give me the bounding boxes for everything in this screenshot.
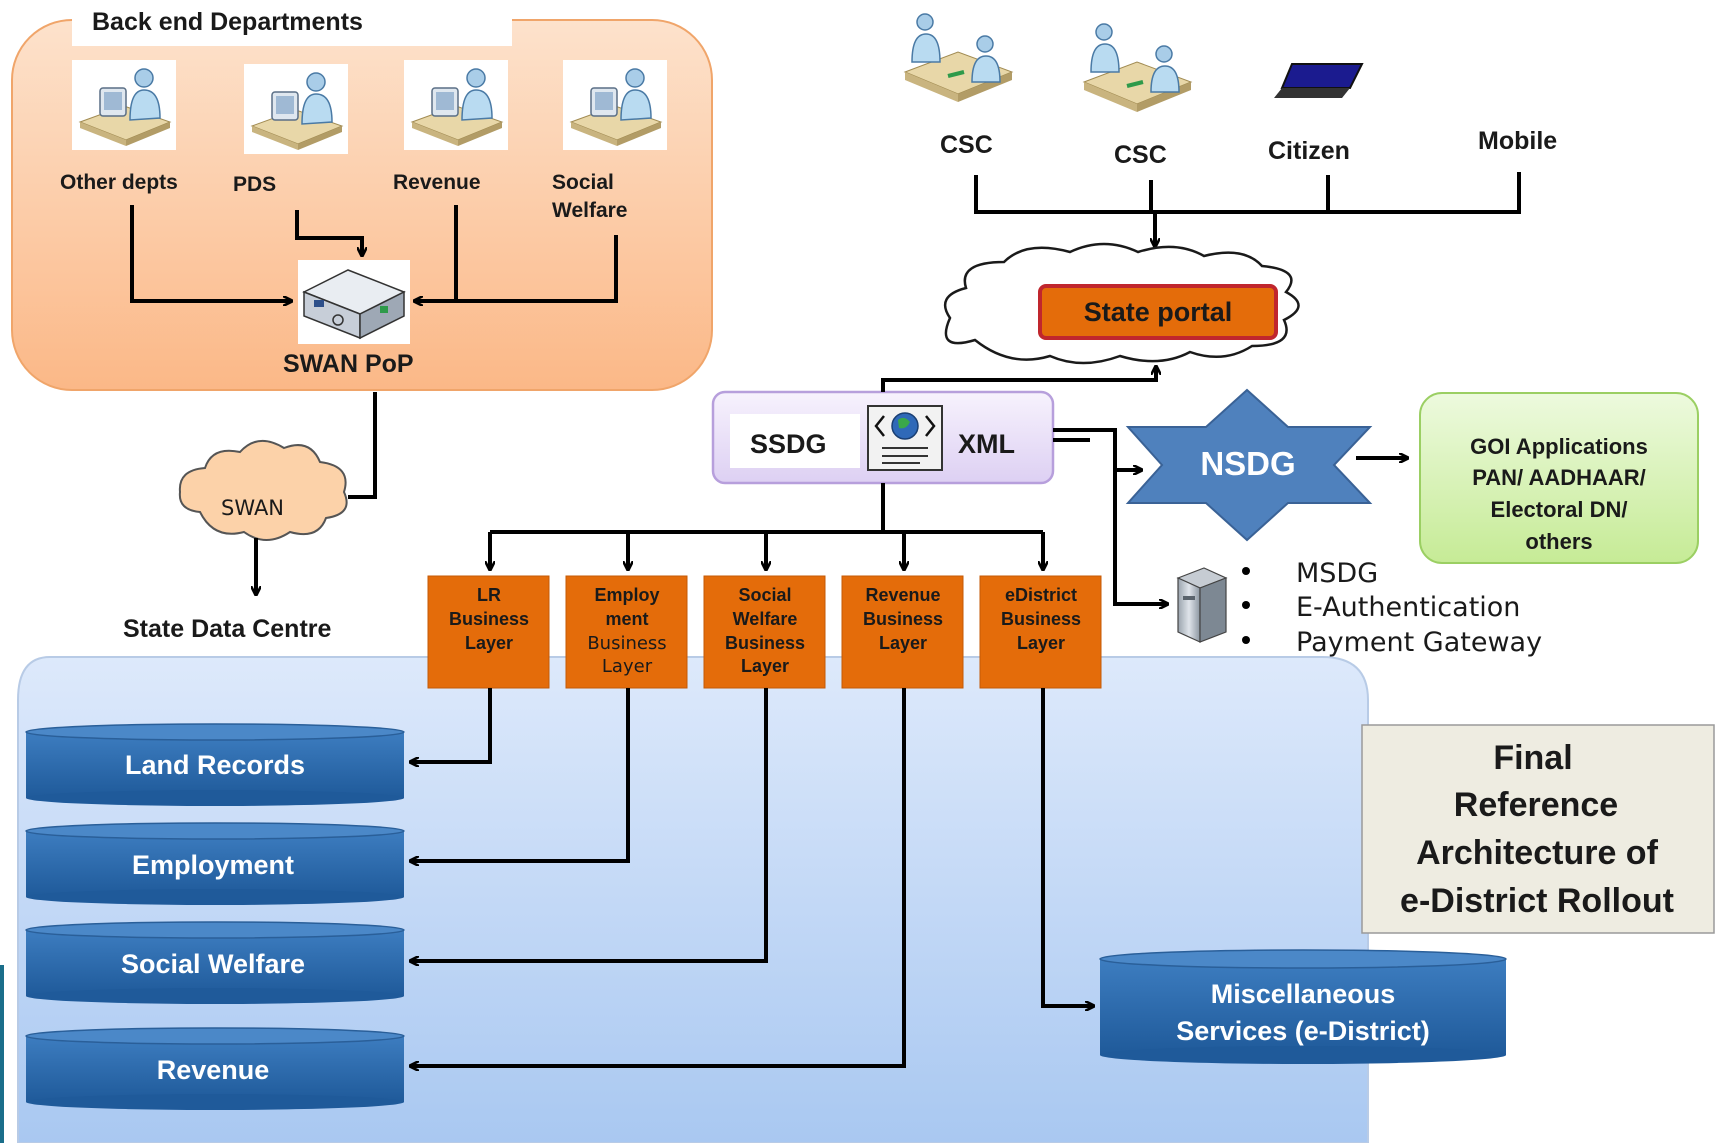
goi-line-2: PAN/ AADHAAR/ (1472, 465, 1646, 490)
layer-employ-line-1: Employ (594, 585, 659, 605)
layer-lr-line-2: Business (449, 609, 529, 629)
person-icon-pds (243, 63, 349, 155)
layer-sw-line-4: Layer (741, 656, 789, 676)
goi-line-3: Electoral DN/ (1491, 497, 1628, 522)
services-list: MSDG E-Authentication Payment Gateway (1242, 558, 1542, 658)
layer-box-revenue (841, 575, 964, 689)
nsdg-star (1125, 388, 1373, 542)
layer-sw-line-1: Social (738, 585, 791, 605)
layer-box-social-welfare (703, 575, 826, 689)
layer-rev-line-1: Revenue (865, 585, 940, 605)
layer-sw-line-3: Business (725, 633, 805, 653)
service-e-authentication: E-Authentication (1296, 592, 1520, 623)
access-connectors (974, 172, 1521, 247)
csc-icon-2 (1082, 23, 1193, 112)
database-revenue: Revenue (25, 1027, 405, 1110)
database-miscellaneous-services: Miscellaneous Services (e-District) (1099, 949, 1507, 1064)
edge-marker (0, 965, 4, 1143)
server-icon (1176, 567, 1228, 643)
citizen-label: Citizen (1268, 137, 1350, 165)
db-revenue-label: Revenue (157, 1055, 270, 1085)
state-data-centre-label: State Data Centre (123, 615, 331, 643)
layer-ed-line-2: Business (1001, 609, 1081, 629)
layer-ed-line-1: eDistrict (1005, 585, 1077, 605)
csc-label-2: CSC (1114, 141, 1167, 169)
layer-box-edistrict (979, 575, 1102, 689)
csc-icon-1 (903, 13, 1014, 102)
swan-cloud (178, 440, 348, 541)
business-layers: LR Business Layer Employ ment Business L… (427, 575, 1102, 689)
layer-lr-line-1: LR (477, 585, 501, 605)
caption-line-2: Reference (1454, 786, 1618, 824)
layer-sw-line-2: Welfare (733, 609, 798, 629)
backend-title: Back end Departments (92, 8, 363, 36)
person-icon-social-welfare (562, 59, 668, 151)
csc-label-1: CSC (940, 131, 993, 159)
database-social-welfare: Social Welfare (25, 921, 405, 1004)
goi-applications-box (1419, 392, 1699, 564)
layer-employ-line-3: Business (587, 633, 666, 654)
person-icon-revenue (403, 59, 509, 151)
layer-employ-line-4: Layer (602, 656, 653, 677)
state-portal-label: State portal (1084, 297, 1233, 327)
dept-revenue: Revenue (393, 171, 481, 194)
ssdg-label-bg (730, 414, 860, 468)
state-portal-box (1038, 284, 1278, 340)
db-land-records-label: Land Records (125, 750, 305, 780)
caption-box (1361, 724, 1715, 934)
db-social-welfare-label: Social Welfare (121, 949, 305, 979)
goi-line-4: others (1525, 529, 1592, 554)
db-employment-label: Employment (132, 850, 294, 880)
caption-line-3: Architecture of (1416, 834, 1658, 872)
ssdg-label: SSDG (750, 429, 827, 459)
layer-ed-line-3: Layer (1017, 633, 1065, 653)
db-misc-line-1: Miscellaneous (1211, 979, 1396, 1009)
mobile-label: Mobile (1478, 127, 1557, 155)
goi-line-1: GOI Applications (1470, 434, 1648, 459)
layer-box-lr (427, 575, 550, 689)
service-msdg: MSDG (1296, 558, 1378, 589)
layer-rev-line-3: Layer (879, 633, 927, 653)
dept-social: Social (552, 171, 614, 194)
person-icon-other-depts (71, 59, 177, 151)
layer-rev-line-2: Business (863, 609, 943, 629)
layer-employ-line-2: ment (605, 609, 648, 629)
dept-other-depts: Other depts (60, 171, 178, 194)
caption-line-1: Final (1493, 739, 1572, 777)
ssdg-bus-connectors (490, 483, 1043, 570)
db-misc-line-2: Services (e-District) (1176, 1016, 1430, 1046)
service-payment-gateway: Payment Gateway (1296, 627, 1542, 658)
xml-document-icon (867, 405, 943, 471)
nsdg-label: NSDG (1200, 445, 1295, 482)
caption-line-4: e-District Rollout (1400, 882, 1674, 920)
database-land-records: Land Records (25, 723, 405, 806)
backend-connectors (130, 205, 618, 499)
swan-pop-device-icon (298, 260, 410, 344)
dept-welfare: Welfare (552, 199, 627, 222)
layer-to-db-connectors (410, 688, 1094, 1066)
swan-pop-label: SWAN PoP (283, 350, 414, 378)
database-employment: Employment (25, 822, 405, 905)
ssdg-connectors (881, 366, 1408, 604)
laptop-icon (1274, 63, 1364, 98)
backend-title-bg (72, 0, 512, 46)
dept-pds: PDS (233, 173, 276, 196)
xml-label: XML (958, 429, 1015, 459)
layer-box-employment (565, 575, 688, 689)
swan-cloud-label: SWAN (221, 496, 284, 520)
layer-lr-line-3: Layer (465, 633, 513, 653)
